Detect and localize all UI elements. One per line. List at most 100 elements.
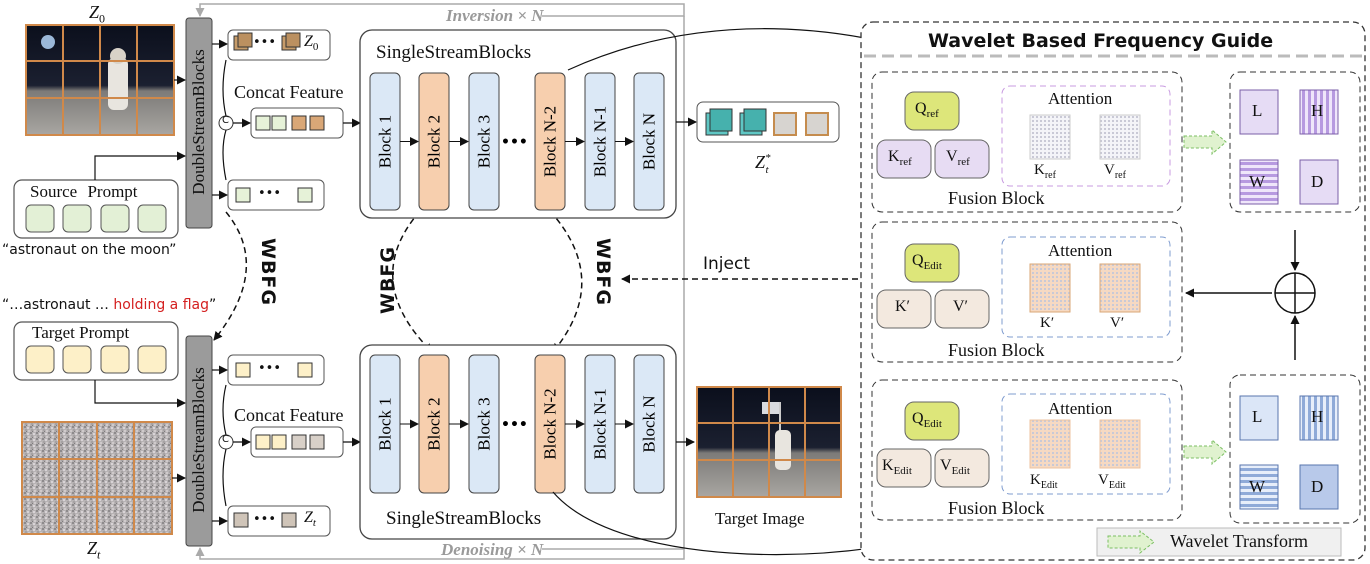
wavelet-transform-arrow-top (1183, 128, 1227, 156)
target-image (696, 386, 842, 498)
z0-stack (227, 29, 331, 61)
k-prime: K′ (895, 298, 911, 315)
v-prime: V′ (953, 298, 969, 315)
fusion-block-mid-frame (871, 221, 1183, 363)
concat-feature-bottom (250, 426, 344, 458)
single-stream-label-bottom: SingleStreamBlocks (386, 508, 542, 529)
attn-v-edit: VEdit (1098, 472, 1126, 491)
fusion-label-mid: Fusion Block (948, 340, 1045, 360)
bottom-ellipsis: ••• (501, 417, 528, 433)
source-image (25, 24, 175, 136)
zt-stack-label: Zt (304, 509, 316, 530)
concat-feature-label-top: Concat Feature (234, 82, 344, 102)
fusion-label-top: Fusion Block (948, 188, 1045, 208)
attn-k-edit: KEdit (1030, 472, 1058, 491)
target-prompt-text: “…astronaut … holding a flag” (2, 297, 217, 313)
attn-v-ref: Vref (1104, 162, 1126, 181)
wavelet-bands-bottom-frame (1229, 374, 1361, 524)
source-prompt-label: Source Prompt (30, 182, 138, 201)
concat-symbol-label-bottom: C (222, 434, 229, 445)
bottom-block-label-5: Block N-1 (591, 388, 610, 459)
wavelet-transform-arrow-bottom (1183, 438, 1227, 466)
top-ellipsis: ••• (501, 135, 528, 151)
legend-label: Wavelet Transform (1170, 531, 1309, 551)
wbfg-label-left: WBFG (257, 237, 279, 307)
combine-arrows (1185, 230, 1300, 360)
z0-label: Z0 (89, 2, 106, 26)
attn-k-prime: K′ (1040, 315, 1055, 331)
bottom-block-label-1: Block 1 (376, 397, 395, 450)
wbfg-label-right: WBFG (592, 237, 614, 307)
double-stream-label-bottom: DoubleStreamBlocks (189, 367, 208, 513)
zt-label: Zt (87, 538, 101, 562)
concat-symbol-label-top: C (222, 115, 229, 126)
text-token-stack-bottom (227, 354, 325, 386)
zt-star-stack (696, 101, 840, 143)
fusion-label-bot: Fusion Block (948, 498, 1045, 518)
fusion-block-top-frame (871, 71, 1183, 213)
source-prompt-box (13, 179, 179, 239)
blocks-top: Block 1 Block 2 Block 3 ••• Block N-2 Block N… (369, 72, 665, 211)
legend-box (1096, 527, 1342, 557)
k-edit: KEdit (882, 457, 912, 478)
bottom-block-label-3: Block 3 (475, 397, 494, 450)
target-prompt-box (13, 321, 179, 381)
text-token-stack-top (227, 179, 325, 211)
concat-feature-label-bottom: Concat Feature (234, 405, 344, 425)
target-image-label: Target Image (715, 509, 805, 528)
z0-stack-label: Z0 (304, 33, 319, 54)
band-l-top: L (1252, 101, 1263, 120)
attn-v-prime: V′ (1110, 315, 1125, 331)
top-block-label-4: Block N-2 (541, 106, 560, 177)
target-prompt-label: Target Prompt (32, 323, 130, 342)
attention-label-mid: Attention (1048, 241, 1113, 260)
v-edit: VEdit (940, 457, 970, 478)
z0-stack-dots: ••• (253, 35, 277, 50)
attention-label-bot: Attention (1048, 399, 1113, 418)
top-block-label-1: Block 1 (376, 115, 395, 168)
source-prompt-text: “astronaut on the moon” (2, 242, 177, 258)
bottom-block-6 (633, 354, 665, 494)
bottom-block-label-2: Block 2 (425, 397, 444, 450)
band-d-bot: D (1311, 477, 1324, 496)
top-block-label-5: Block N-1 (591, 106, 610, 177)
bottom-block-3 (468, 354, 500, 494)
top-block-3 (468, 72, 500, 211)
zt-stack-dots: ••• (253, 512, 277, 527)
concat-feature-top (250, 107, 344, 139)
plus-icon (1274, 272, 1316, 314)
wavelet-panel-title: Wavelet Based Frequency Guide (928, 30, 1274, 52)
band-w-bot: W (1249, 477, 1266, 496)
q-edit-mid: QEdit (912, 252, 942, 273)
band-h-bot: H (1311, 407, 1324, 426)
wbfg-arrows (213, 210, 858, 353)
bottom-block-label-6: Block N (640, 395, 659, 452)
left-arrows (94, 39, 361, 526)
band-w-top: W (1249, 172, 1266, 191)
attention-label-top: Attention (1048, 89, 1113, 108)
noise-image (21, 421, 173, 535)
k-ref: Kref (888, 148, 912, 169)
v-ref: Vref (946, 148, 970, 169)
text-stack-top-dots: ••• (258, 186, 282, 201)
top-block-6 (633, 72, 665, 211)
double-stream-bottom (185, 335, 213, 547)
q-ref: Qref (915, 100, 939, 121)
top-block-label-2: Block 2 (425, 115, 444, 168)
inversion-label: Inversion × N (446, 6, 544, 25)
wavelet-bands-top-frame (1229, 71, 1361, 213)
text-stack-bottom-dots: ••• (258, 361, 282, 376)
q-edit-bot: QEdit (912, 410, 942, 431)
zt-stack (227, 505, 331, 537)
band-d-top: D (1311, 172, 1324, 191)
zt-star-label: Z*t (755, 152, 771, 176)
attn-k-ref: Kref (1034, 162, 1056, 181)
band-l-bot: L (1252, 407, 1263, 426)
top-block-label-6: Block N (640, 113, 659, 170)
inject-label: Inject (703, 254, 750, 274)
double-stream-top (185, 17, 213, 229)
fusion-block-bottom-frame (871, 379, 1183, 521)
top-block-label-3: Block 3 (475, 115, 494, 168)
double-stream-label-top: DoubleStreamBlocks (189, 49, 208, 195)
